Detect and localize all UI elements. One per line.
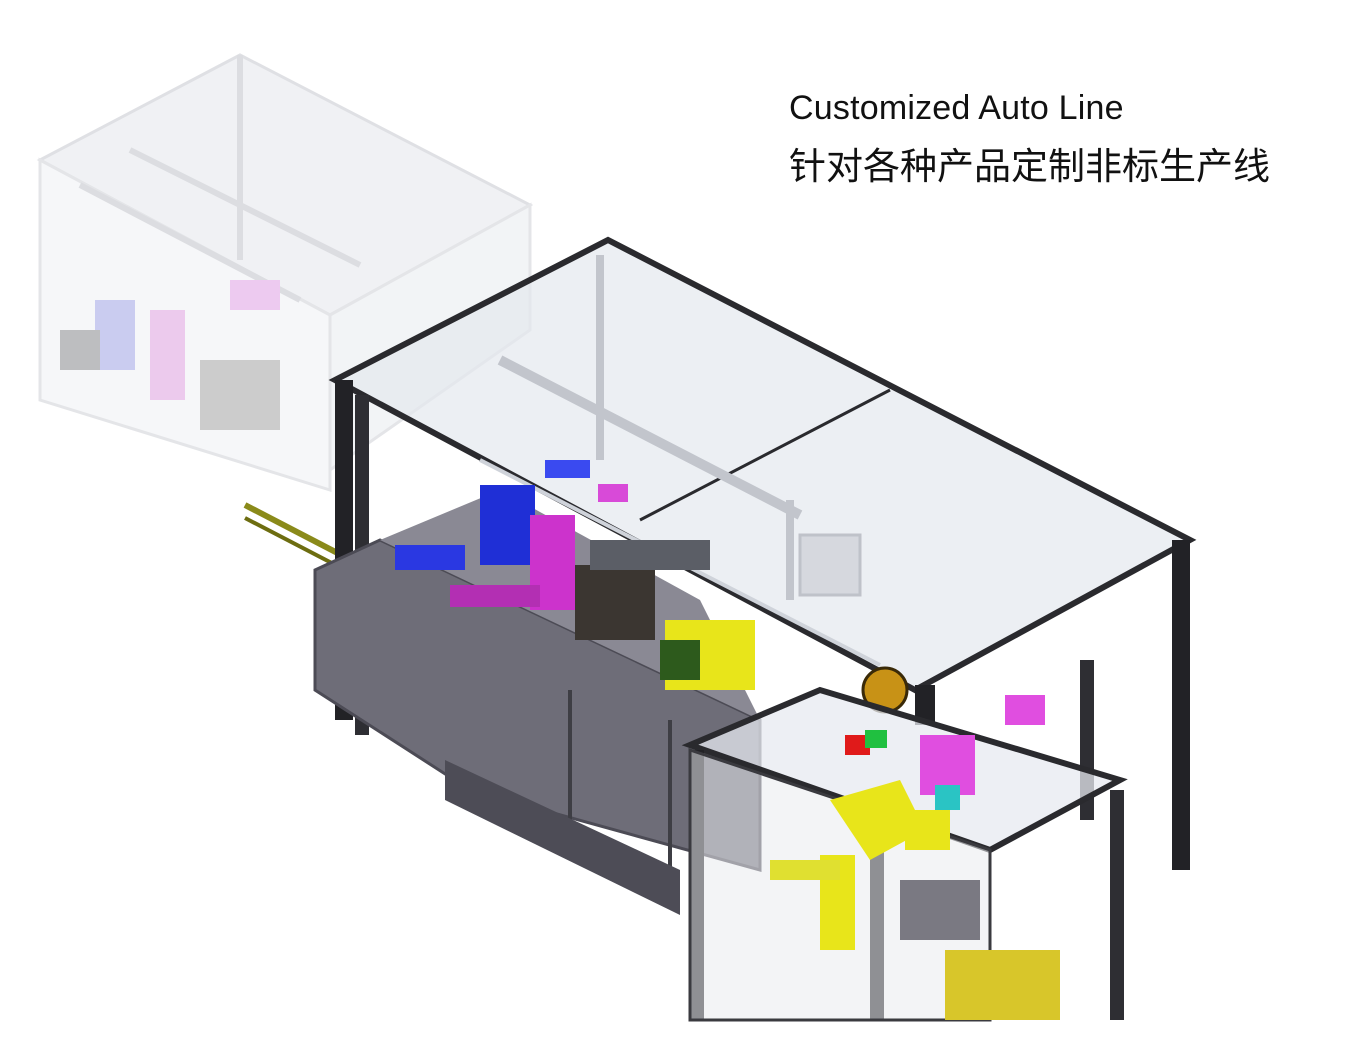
main-module (313, 236, 1197, 915)
front-module (681, 686, 1128, 1022)
caption-block: Customized Auto Line 针对各种产品定制非标生产线 (789, 86, 1270, 192)
caption-title-en: Customized Auto Line (789, 89, 1124, 127)
caption-title-zh: 针对各种产品定制非标生产线 (789, 145, 1270, 188)
